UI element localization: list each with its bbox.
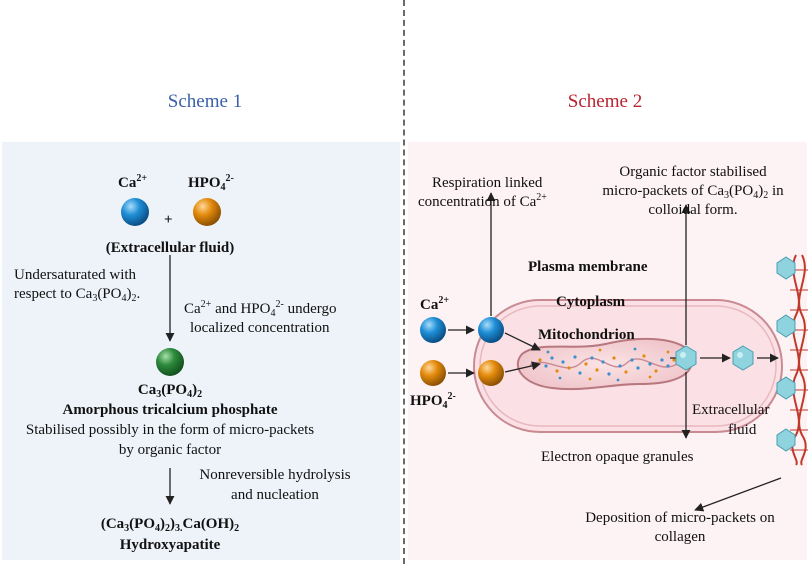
mitochondrion-label: Mitochondrion bbox=[538, 327, 635, 343]
deposited-micro-packets bbox=[776, 256, 796, 452]
plus-sign: + bbox=[164, 212, 173, 228]
scheme1-title: Scheme 1 bbox=[167, 91, 243, 112]
calcium-ion-outside bbox=[420, 317, 446, 343]
hydrolysis-line2: and nucleation bbox=[231, 487, 319, 503]
hydroxyapatite-formula: (Ca3(PO4)2)3.Ca(OH)2 bbox=[100, 516, 240, 534]
micro-packet-inside bbox=[675, 345, 697, 371]
tricalcium-phosphate-sphere bbox=[156, 348, 184, 376]
phosphate-ion-inside bbox=[478, 360, 504, 386]
stabilised-line2: by organic factor bbox=[118, 442, 222, 458]
calcium-ion-label: Ca2+ bbox=[118, 173, 148, 192]
cytoplasm-label: Cytoplasm bbox=[556, 294, 626, 310]
scheme2-phosphate-label: HPO42- bbox=[410, 391, 456, 411]
phosphate-ion-outside bbox=[420, 360, 446, 386]
calcium-ion-sphere bbox=[121, 198, 149, 226]
scheme-divider bbox=[403, 0, 405, 564]
phosphate-ion-label: HPO42- bbox=[188, 173, 234, 193]
organic-line1: Organic factor stabilised bbox=[619, 164, 767, 180]
amorphous-label: Amorphous tricalcium phosphate bbox=[62, 402, 278, 418]
scheme2-calcium-label: Ca2+ bbox=[420, 295, 450, 314]
localized-line1: Ca2+ and HPO42- undergo bbox=[184, 299, 337, 319]
tricalcium-formula: Ca3(PO4)2 bbox=[137, 382, 203, 400]
arrow-deposition bbox=[694, 477, 782, 512]
respiration-line2: concentration of Ca2+ bbox=[418, 192, 547, 211]
stabilised-line1: Stabilised possibly in the form of micro… bbox=[25, 422, 315, 438]
calcium-ion-inside bbox=[478, 317, 504, 343]
extracellular-line1: Extracellular bbox=[692, 402, 770, 418]
undersaturated-line1: Undersaturated with bbox=[14, 267, 137, 283]
localized-line2: localized concentration bbox=[190, 320, 330, 336]
deposition-line1: Deposition of micro-packets on bbox=[585, 510, 775, 526]
cell-membrane-inner bbox=[479, 305, 777, 427]
respiration-line1: Respiration linked bbox=[432, 175, 543, 191]
organic-line3: colloidal form. bbox=[648, 202, 738, 218]
deposition-line2: collagen bbox=[654, 529, 706, 545]
undersaturated-line2: respect to Ca3(PO4)2. bbox=[14, 286, 141, 304]
extracellular-fluid-label: (Extracellular fluid) bbox=[105, 240, 235, 256]
organic-line2: micro-packets of Ca3(PO4)2 in bbox=[602, 183, 784, 201]
hydroxyapatite-label: Hydroxyapatite bbox=[119, 537, 221, 553]
arrow-ca-to-mito bbox=[504, 332, 541, 351]
plasma-membrane-label: Plasma membrane bbox=[528, 259, 648, 275]
mitochondrial-granules bbox=[538, 347, 676, 382]
hydrolysis-line1: Nonreversible hydrolysis bbox=[199, 467, 351, 483]
arrow-hpo4-to-mito bbox=[504, 361, 541, 373]
micro-packet-extracellular bbox=[732, 345, 754, 371]
extracellular-line2: fluid bbox=[728, 422, 757, 438]
scheme2-title: Scheme 2 bbox=[567, 91, 643, 112]
mitochondrion bbox=[516, 337, 694, 391]
electron-opaque-label: Electron opaque granules bbox=[541, 449, 694, 465]
phosphate-ion-sphere bbox=[193, 198, 221, 226]
